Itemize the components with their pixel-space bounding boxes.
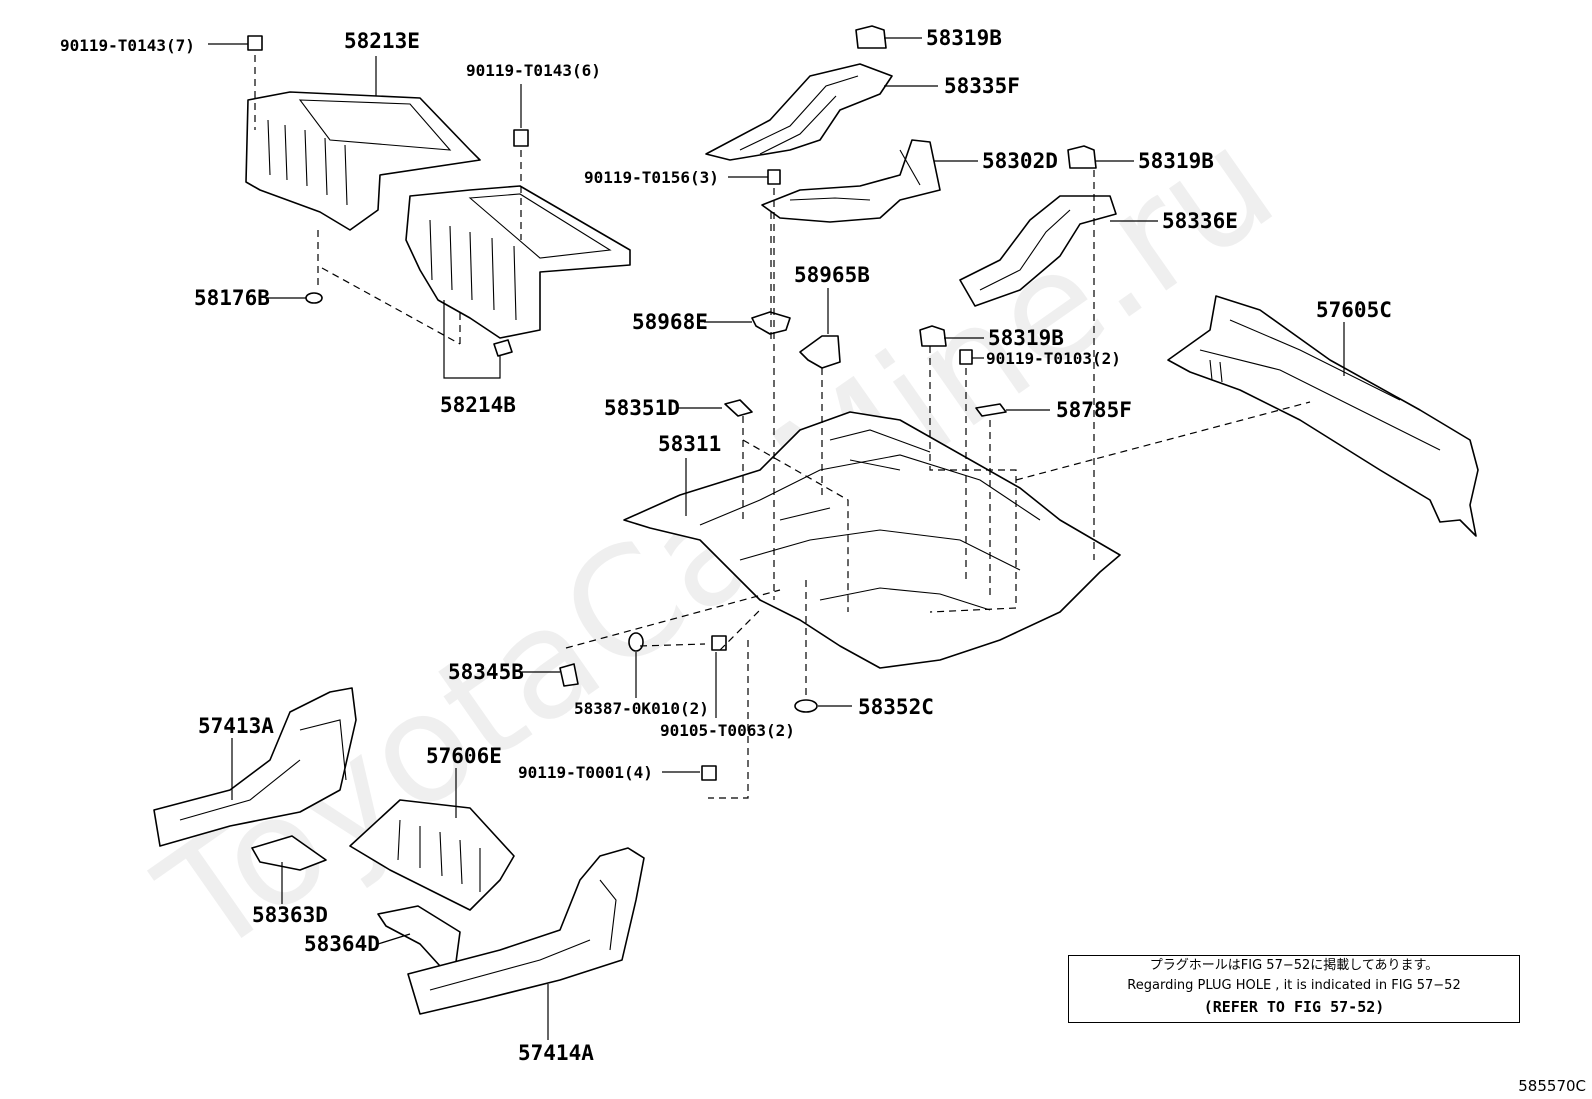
label-58335F: 58335F <box>944 74 1020 98</box>
label-58302D: 58302D <box>982 149 1058 173</box>
leader-lines <box>208 37 1345 1040</box>
label-58311: 58311 <box>658 432 721 456</box>
label-58213E: 58213E <box>344 29 420 53</box>
label-57605C: 57605C <box>1316 298 1392 322</box>
label-58351D: 58351D <box>604 396 680 420</box>
label-58214B: 58214B <box>440 393 516 417</box>
label-58785F: 58785F <box>1056 398 1132 422</box>
figure-code: 585570C <box>1518 1077 1586 1095</box>
label-57606E: 57606E <box>426 744 502 768</box>
part-57606E-drawing <box>349 799 515 911</box>
part-labels: 90119-T0143(7) 58213E 90119-T0143(6) 581… <box>60 26 1392 1065</box>
label-90119-T0143-6: 90119-T0143(6) <box>466 61 601 80</box>
label-90119-T0143-7: 90119-T0143(7) <box>60 36 195 55</box>
label-90119-T0103-2: 90119-T0103(2) <box>986 349 1121 368</box>
label-57414A: 57414A <box>518 1041 594 1065</box>
part-58311-drawing <box>623 411 1121 669</box>
note-japanese: プラグホールはFIG 57−52に掲載してあります。 <box>1149 958 1439 973</box>
note-reference: (REFER TO FIG 57-52) <box>1203 998 1385 1016</box>
plug-hole-note: プラグホールはFIG 57−52に掲載してあります。 Regarding PLU… <box>1068 955 1520 1023</box>
label-57413A: 57413A <box>198 714 274 738</box>
label-58336E: 58336E <box>1162 209 1238 233</box>
label-58319B-right: 58319B <box>1138 149 1214 173</box>
label-58319B-mid: 58319B <box>988 326 1064 350</box>
label-90119-T0156-3: 90119-T0156(3) <box>584 168 719 187</box>
part-58336E-drawing <box>959 195 1117 307</box>
part-57414A-drawing <box>407 847 645 1015</box>
part-58335F-drawing <box>705 63 893 161</box>
part-58363D-drawing <box>251 835 327 871</box>
label-58968E: 58968E <box>632 310 708 334</box>
label-58176B: 58176B <box>194 286 270 310</box>
label-58319B-top: 58319B <box>926 26 1002 50</box>
assembly-lines <box>254 55 1311 799</box>
label-58352C: 58352C <box>858 695 934 719</box>
part-58213E-drawing <box>245 91 481 231</box>
part-57413A-drawing <box>153 687 357 847</box>
label-58364D: 58364D <box>304 932 380 956</box>
note-english: Regarding PLUG HOLE , it is indicated in… <box>1127 978 1461 993</box>
part-58302D-drawing <box>761 139 941 223</box>
label-58345B: 58345B <box>448 660 524 684</box>
label-58387-0K010-2: 58387-0K010(2) <box>574 699 709 718</box>
label-58965B: 58965B <box>794 263 870 287</box>
part-58214B-drawing <box>405 185 631 339</box>
label-90119-T0001-4: 90119-T0001(4) <box>518 763 653 782</box>
part-57605C-drawing <box>1167 295 1479 537</box>
label-90105-T0063-2: 90105-T0063(2) <box>660 721 795 740</box>
part-58364D-drawing <box>377 905 461 967</box>
label-58363D: 58363D <box>252 903 328 927</box>
